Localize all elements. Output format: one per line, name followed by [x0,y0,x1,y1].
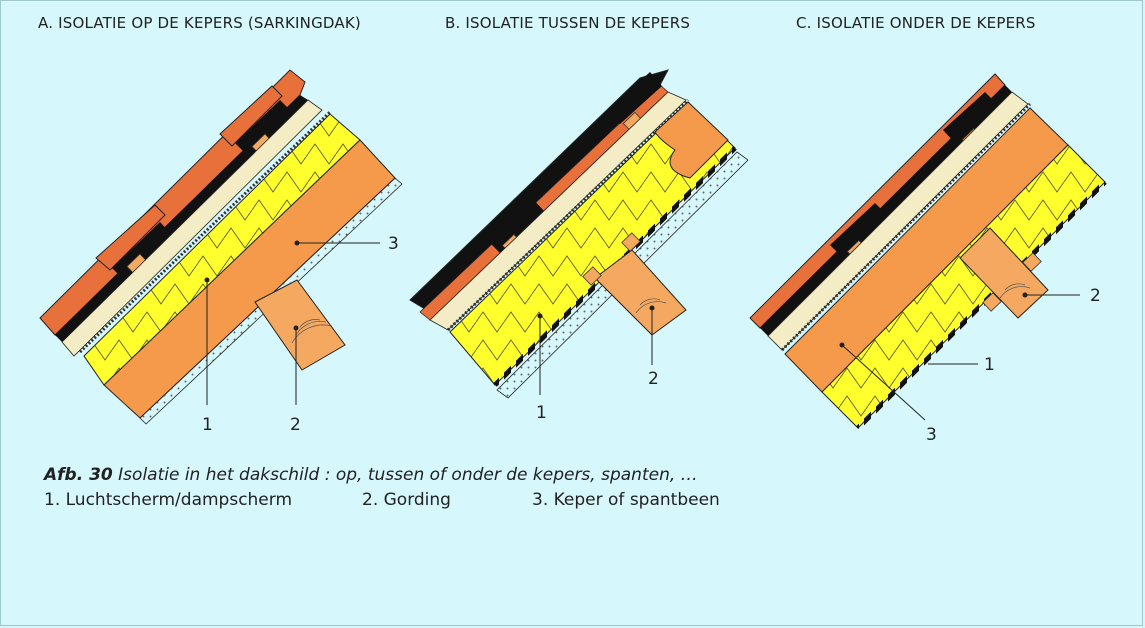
panel-c-wedge [982,292,1002,312]
panel-a-underlay [55,95,308,342]
panel-a-purlin [254,279,346,371]
panel-c-title: C. ISOLATIE ONDER DE KEPERS [796,14,1036,32]
legend-item-1: 1. Luchtscherm/dampscherm [44,490,293,510]
panel-a-cladding [61,99,323,357]
panel-c-insulation-pattern [822,145,1105,428]
panel-a-title: A. ISOLATIE OP DE KEPERS (SARKINGDAK) [38,14,361,32]
panel-b-label-1: 1 [536,403,547,423]
panel-a-tile-step [95,204,166,271]
panel-c-cladding [767,91,1029,351]
panel-c-wedge [1022,252,1042,272]
panel-b-batten [608,72,662,124]
panel-b-label-2: 2 [648,369,659,389]
panel-c-diagram: 2 1 3 [749,73,1107,445]
figure-caption: Afb. 30 Isolatie in het dakschild : op, … [44,465,698,485]
panel-a-label-2: 2 [290,415,301,435]
legend-item-3: 3. Keper of spantbeen [532,490,720,510]
legend-item-2: 2. Gording [362,490,451,510]
panel-c-label-1: 1 [984,355,995,375]
panel-a-diagram: 3 1 2 [39,69,403,435]
panel-a-insulation-pattern [84,114,360,385]
panel-b-diagram: 1 2 [409,69,749,423]
panel-c-underlay [760,85,1012,336]
panel-a-batten [235,100,294,157]
figure-caption-text: Isolatie in het dakschild : op, tussen o… [112,465,698,485]
panel-b-rafter [654,101,729,179]
panel-b-foil [446,98,690,332]
panel-a-label-1: 1 [202,415,213,435]
panel-b-wedge [582,266,602,286]
panel-c-membrane [856,180,1107,430]
panel-b-insulation-pattern [450,102,735,385]
panel-a-label-3: 3 [388,234,399,254]
panel-b-batten [485,196,545,253]
panel-b-wedge [621,232,641,252]
panel-c-label-3: 3 [926,425,937,445]
figure-number: Afb. 30 [44,465,113,485]
panel-b-title: B. ISOLATIE TUSSEN DE KEPERS [445,14,691,32]
panel-c-batten [943,92,998,144]
panel-a-foil [78,110,332,354]
panel-c-label-2: 2 [1090,286,1101,306]
panel-a-tile-step [219,85,283,147]
panel-b-purlin-grain [635,298,667,314]
panel-a-purlin-grain [291,319,333,344]
panel-b-cladding [429,91,687,331]
panel-c-purlin-grain [999,283,1031,299]
panel-b-purlin [594,249,687,336]
panel-c-batten [830,203,890,260]
